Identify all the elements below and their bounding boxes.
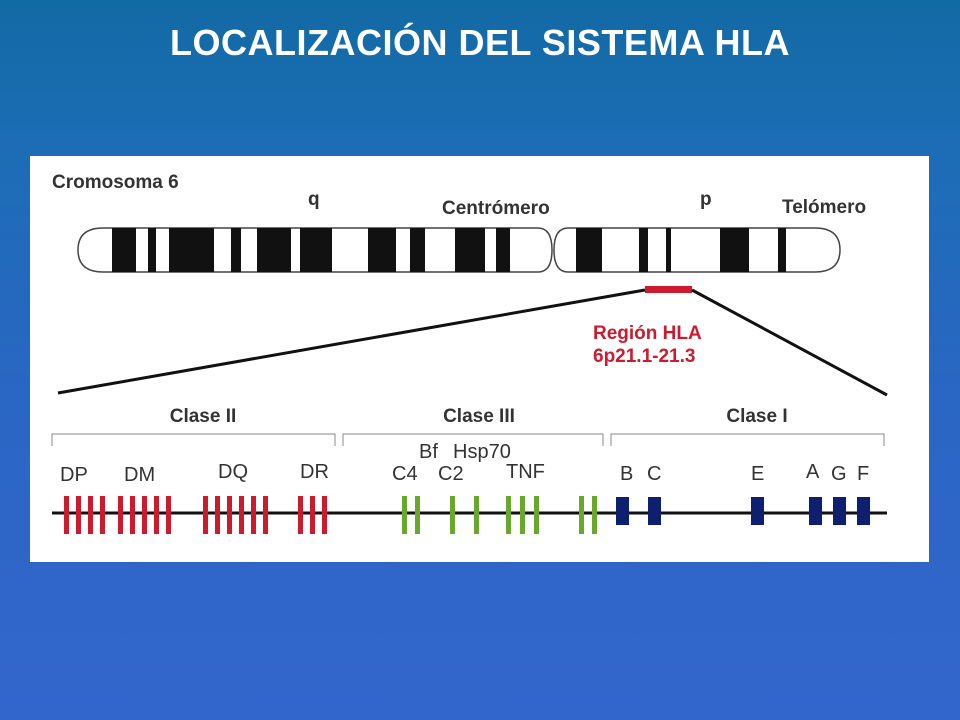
chromosome-band xyxy=(169,228,214,272)
class-i-heading: Clase I xyxy=(726,406,787,427)
hla-region-location: 6p21.1-21.3 xyxy=(593,346,695,367)
zoom-line-right xyxy=(691,288,888,397)
hla-region-marker xyxy=(645,286,692,293)
gene-bar xyxy=(520,496,525,534)
class-ii-heading: Clase II xyxy=(170,406,237,427)
chromosome-band xyxy=(410,228,425,272)
gene-bar xyxy=(263,496,268,534)
class-i-bracket xyxy=(610,433,885,446)
centromere-label: Centrómero xyxy=(442,198,550,219)
class-iii-bracket xyxy=(342,433,604,446)
gene-label-bf: Bf xyxy=(419,441,438,463)
hla-region-label: Región HLA xyxy=(593,323,702,344)
gene-bar xyxy=(534,496,539,534)
gene-bar xyxy=(88,496,93,534)
gene-bar xyxy=(751,497,764,525)
gene-bar xyxy=(251,496,256,534)
gene-bar xyxy=(616,497,629,525)
gene-label-a: A xyxy=(806,461,820,483)
zoom-line-left xyxy=(57,288,646,395)
gene-bar xyxy=(215,496,220,534)
gene-bar xyxy=(166,496,171,534)
gene-bar xyxy=(648,497,661,525)
gene-label-dr: DR xyxy=(300,461,329,483)
gene-bar xyxy=(154,496,159,534)
gene-bar xyxy=(450,496,455,534)
chromosome-band xyxy=(455,228,485,272)
gene-label-c: C xyxy=(647,463,661,485)
gene-label-dm: DM xyxy=(124,464,155,486)
chromosome-name: Cromosoma 6 xyxy=(52,172,179,193)
chromosome-band xyxy=(368,228,396,272)
gene-label-g: G xyxy=(831,463,847,485)
gene-bar xyxy=(310,496,315,534)
gene-bar xyxy=(64,496,69,534)
chromosome-band xyxy=(112,228,136,272)
telomere-label: Telómero xyxy=(782,197,866,218)
gene-label-dq: DQ xyxy=(218,461,248,483)
gene-bar xyxy=(227,496,232,534)
chromosome-band xyxy=(496,228,510,272)
gene-bar xyxy=(506,496,511,534)
chromosome-band xyxy=(666,228,671,272)
chromosome-band xyxy=(639,228,648,272)
chromosome-band xyxy=(300,228,332,272)
chromosome-band xyxy=(231,228,241,272)
chromosome-q-arm xyxy=(77,227,553,273)
p-arm-label: p xyxy=(700,189,712,210)
gene-bar xyxy=(142,496,147,534)
gene-bar xyxy=(130,496,135,534)
gene-bar xyxy=(579,496,584,534)
gene-label-e: E xyxy=(751,463,764,485)
gene-label-dp: DP xyxy=(60,464,88,486)
gene-bar xyxy=(322,496,327,534)
gene-label-f: F xyxy=(857,463,869,485)
class-iii-heading: Clase III xyxy=(443,406,515,427)
gene-label-c2: C2 xyxy=(438,463,464,485)
gene-bar xyxy=(415,496,420,534)
gene-bar xyxy=(203,496,208,534)
gene-bar xyxy=(474,496,479,534)
chromosome-band xyxy=(778,228,786,272)
gene-label-tnf: TNF xyxy=(506,461,545,483)
hla-diagram: Cromosoma 6 q Centrómero p Telómero Regi… xyxy=(51,172,888,534)
gene-bars xyxy=(64,496,870,534)
gene-label-hsp70: Hsp70 xyxy=(453,441,511,463)
gene-bar xyxy=(298,496,303,534)
chromosome-band xyxy=(257,228,291,272)
class-ii-bracket xyxy=(51,433,336,446)
hla-diagram-panel: Cromosoma 6 q Centrómero p Telómero Regi… xyxy=(30,156,929,562)
chromosome-band xyxy=(576,228,602,272)
gene-label-c4: C4 xyxy=(392,463,418,485)
chromosome-band xyxy=(148,228,156,272)
gene-bar xyxy=(100,496,105,534)
gene-bar xyxy=(833,497,846,525)
gene-bar xyxy=(239,496,244,534)
gene-bar xyxy=(118,496,123,534)
q-arm-label: q xyxy=(308,189,320,210)
gene-bar xyxy=(402,496,407,534)
chromosome-band xyxy=(720,228,749,272)
gene-bar xyxy=(592,496,597,534)
chromosome-p-arm xyxy=(553,227,841,273)
slide-title: LOCALIZACIÓN DEL SISTEMA HLA xyxy=(170,22,790,63)
gene-bar xyxy=(76,496,81,534)
gene-bar xyxy=(857,497,870,525)
gene-label-b: B xyxy=(620,463,633,485)
gene-bar xyxy=(809,497,822,525)
